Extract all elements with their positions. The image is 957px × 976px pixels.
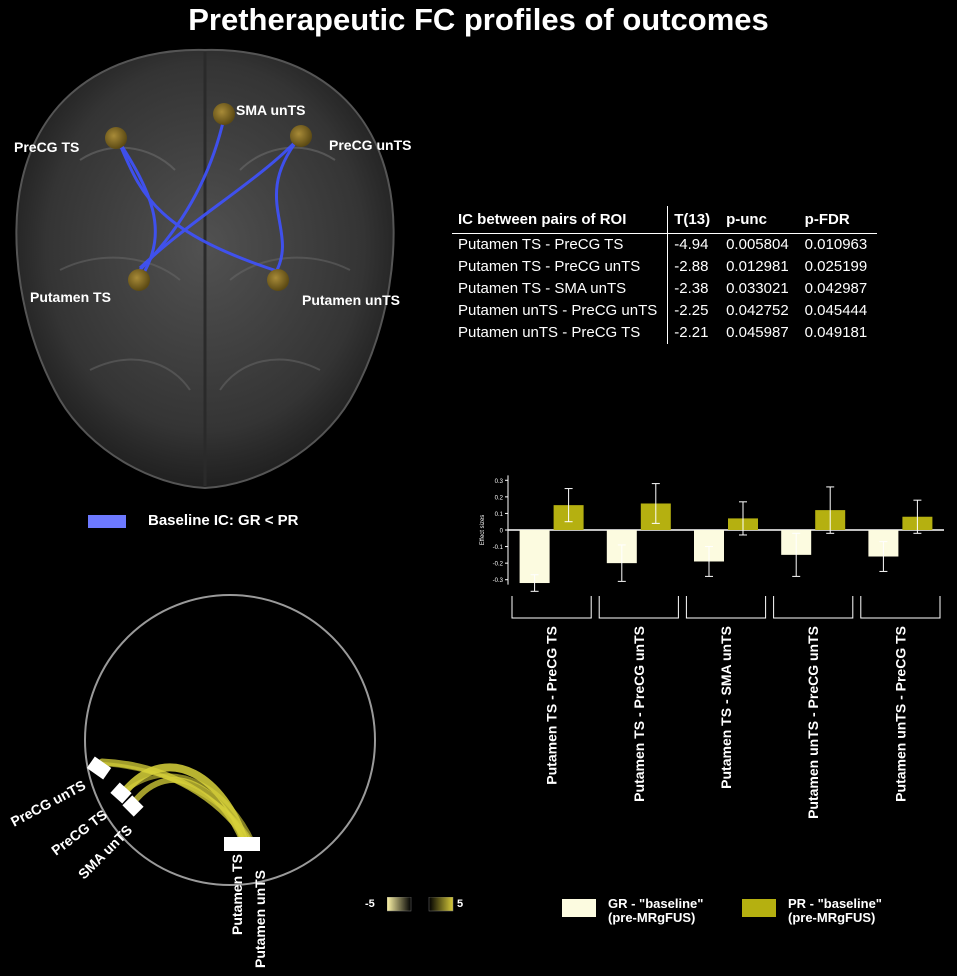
y-axis-label: Effect sizes — [480, 515, 486, 546]
y-tick-label: 0.2 — [495, 495, 504, 501]
block-precg-ts — [110, 782, 132, 804]
table-cell: 0.042987 — [804, 280, 868, 297]
circular-connectome-plot: PreCG unTS PreCG TS SMA unTS Putamen TS … — [8, 594, 376, 968]
legend-gr-line1: GR - "baseline" — [608, 896, 704, 911]
node-precg-unts — [290, 125, 312, 147]
table-cell: Putamen TS - SMA unTS — [458, 280, 627, 297]
table-cell: -2.21 — [667, 322, 721, 344]
table-row: Putamen unTS - PreCG unTS -2.25 0.042752… — [452, 300, 877, 322]
table-cell: 0.010963 — [804, 236, 868, 253]
ic-legend: Baseline IC: GR < PR — [88, 512, 298, 529]
y-tick-label: 0 — [500, 529, 504, 535]
category-label: Putamen TS - PreCG TS — [544, 626, 560, 785]
table-row: Putamen TS - PreCG unTS -2.88 0.012981 0… — [452, 256, 877, 278]
node-sma-unts — [213, 103, 235, 125]
connectome-ring — [84, 594, 376, 886]
bar-gr — [519, 530, 550, 584]
colorbar-gradient — [387, 897, 454, 912]
block-sma-unts — [122, 795, 144, 817]
category-label: Putamen unTS - PreCG TS — [892, 626, 908, 802]
table-cell: Putamen TS - PreCG unTS — [458, 258, 641, 275]
node-putamen-unts — [267, 269, 289, 291]
column-header: T(13) — [667, 206, 721, 234]
y-tick-label: -0.1 — [493, 545, 504, 551]
ic-statistics-table: IC between pairs of ROI T(13) p-unc p-FD… — [452, 206, 878, 344]
ic-legend-swatch — [88, 514, 126, 528]
table-cell: 0.005804 — [726, 236, 789, 253]
block-putamen — [224, 837, 260, 851]
legend-gr-line2: (pre-MRgFUS) — [608, 910, 696, 925]
label-putamen-ts: Putamen TS — [30, 289, 111, 305]
category-bracket — [511, 596, 592, 619]
table-cell: 0.012981 — [726, 258, 789, 275]
table-cell: 0.025199 — [804, 258, 868, 275]
connectome-arcs — [98, 758, 256, 846]
table-header-row: IC between pairs of ROI T(13) p-unc p-FD… — [452, 206, 878, 234]
roi-nodes — [105, 103, 312, 291]
category-label: Putamen TS - SMA unTS — [718, 626, 734, 789]
table-cell: -2.25 — [667, 300, 721, 322]
circle-label-putamen-ts: Putamen TS — [229, 854, 245, 935]
column-header: IC between pairs of ROI — [452, 206, 668, 234]
ic-legend-label: Baseline IC: GR < PR — [148, 512, 299, 529]
y-tick-label: 0.1 — [495, 512, 504, 518]
table-cell: 0.045444 — [804, 302, 868, 319]
legend-swatch-gr — [562, 899, 596, 917]
category-bracket — [860, 596, 941, 619]
y-tick-label: -0.3 — [493, 578, 504, 584]
brain-outline — [15, 48, 395, 490]
category-label: Putamen TS - PreCG unTS — [631, 626, 647, 802]
table-row: Putamen unTS - PreCG TS -2.21 0.045987 0… — [452, 322, 877, 344]
label-sma-unts: SMA unTS — [236, 102, 306, 118]
node-putamen-ts — [128, 269, 150, 291]
category-bracket — [773, 596, 854, 619]
table-cell: -4.94 — [667, 233, 721, 256]
effect-size-bar-chart: 0.3 0.2 0.1 0 -0.1 -0.2 -0.3 Effect sizes Putam… — [480, 475, 944, 819]
edge-putamen-unts-precg-ts — [116, 139, 281, 274]
connectivity-edges — [116, 117, 301, 277]
colorbar-max: 5 — [457, 898, 464, 910]
edge-putamen-ts-precg-ts — [116, 139, 157, 277]
legend-pr-line2: (pre-MRgFUS) — [788, 910, 876, 925]
table-cell: 0.049181 — [804, 324, 868, 341]
table-cell: Putamen TS - PreCG TS — [458, 236, 624, 253]
y-tick-label: 0.3 — [495, 479, 504, 485]
bar-chart-bars — [519, 483, 933, 592]
brain-connectivity-view — [15, 48, 395, 490]
arc-putamen-ts-sma-unts — [131, 777, 246, 845]
table-cell: -2.88 — [667, 256, 721, 278]
column-header: p-FDR — [798, 206, 878, 234]
category-label: Putamen unTS - PreCG unTS — [805, 626, 821, 819]
table-cell: 0.042752 — [726, 302, 789, 319]
legend-swatch-pr — [742, 899, 776, 917]
label-putamen-unts: Putamen unTS — [302, 292, 401, 308]
table-cell: Putamen unTS - PreCG unTS — [458, 302, 658, 319]
circle-label-putamen-unts: Putamen unTS — [252, 870, 268, 968]
table-row: Putamen TS - SMA unTS -2.38 0.033021 0.0… — [452, 278, 877, 300]
roi-blocks — [86, 756, 260, 851]
arc-putamen-unts-precg-ts — [122, 773, 256, 846]
table-row: Putamen TS - PreCG TS -4.94 0.005804 0.0… — [452, 233, 877, 256]
page-title: Pretherapeutic FC profiles of outcomes — [188, 2, 769, 37]
table-cell: -2.38 — [667, 278, 721, 300]
label-precg-unts: PreCG unTS — [329, 137, 412, 153]
y-tick-label: -0.2 — [493, 562, 504, 568]
circle-label-precg-unts: PreCG unTS — [8, 777, 88, 830]
table-cell: Putamen unTS - PreCG TS — [458, 324, 641, 341]
edge-putamen-unts-precg-unts — [273, 137, 301, 275]
column-header: p-unc — [720, 206, 799, 234]
colorbar-min: -5 — [365, 898, 375, 910]
legend-pr-line1: PR - "baseline" — [788, 896, 882, 911]
category-bracket — [685, 596, 767, 619]
category-bracket — [598, 596, 679, 619]
node-precg-ts — [105, 127, 127, 149]
bar-chart-categories: Putamen TS - PreCG TS Putamen TS - PreCG … — [511, 596, 941, 819]
label-precg-ts: PreCG TS — [14, 139, 80, 155]
block-precg-unts — [86, 756, 112, 780]
arc-putamen-unts-precg-unts — [102, 762, 254, 844]
table-cell: 0.045987 — [726, 324, 789, 341]
table-cell: 0.033021 — [726, 280, 789, 297]
